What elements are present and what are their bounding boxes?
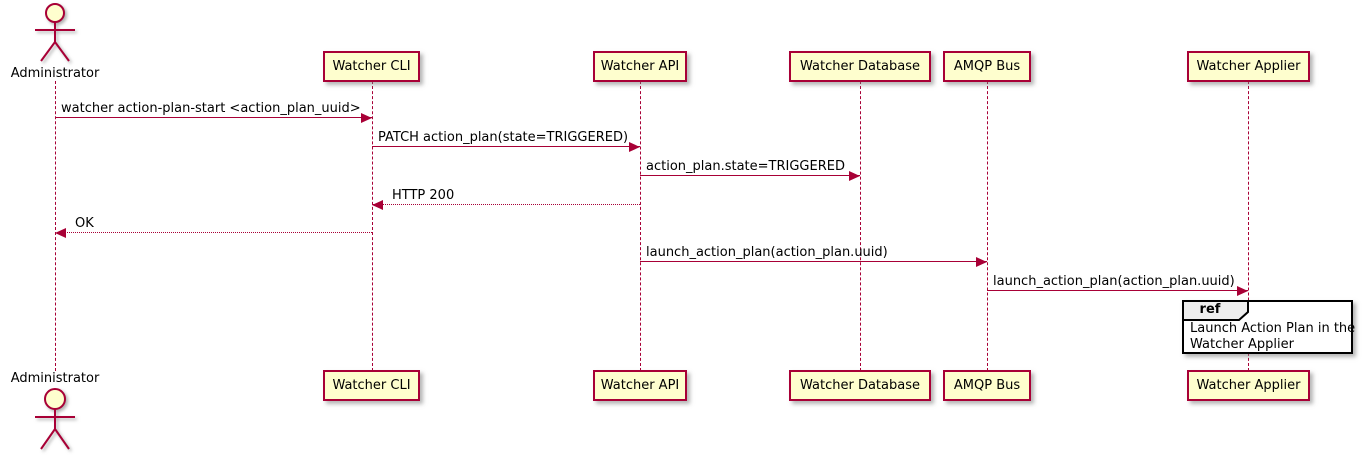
- ref-text-line2: Watcher Applier: [1190, 337, 1294, 352]
- message-line: [372, 204, 640, 205]
- message-state-triggered: action_plan.state=TRIGGERED: [640, 156, 860, 181]
- arrowhead-right-icon: [1237, 286, 1248, 296]
- ref-text-line1: Launch Action Plan in the: [1190, 321, 1356, 336]
- actor-administrator-icon-bottom: [27, 386, 83, 452]
- actor-administrator-label-top: Administrator: [10, 66, 100, 81]
- lifeline-watcher-cli: [372, 81, 373, 371]
- arrowhead-left-icon: [55, 228, 66, 238]
- arrowhead-left-icon: [372, 200, 383, 210]
- message-launch-action-plan-api: launch_action_plan(action_plan.uuid): [640, 242, 987, 267]
- arrowhead-right-icon: [976, 257, 987, 267]
- message-action-plan-start: watcher action-plan-start <action_plan_u…: [55, 98, 372, 123]
- arrowhead-right-icon: [629, 142, 640, 152]
- participant-watcher-cli-top: Watcher CLI: [323, 51, 420, 82]
- ref-fragment: ref Launch Action Plan in the Watcher Ap…: [1182, 300, 1355, 354]
- participant-watcher-applier-bottom: Watcher Applier: [1187, 370, 1310, 401]
- participant-watcher-database-top: Watcher Database: [789, 51, 931, 82]
- participant-amqp-bus-bottom: AMQP Bus: [943, 370, 1031, 401]
- message-line: [640, 261, 987, 262]
- participant-amqp-bus-top: AMQP Bus: [943, 51, 1031, 82]
- ref-text: Launch Action Plan in the Watcher Applie…: [1190, 321, 1355, 353]
- arrowhead-right-icon: [361, 113, 372, 123]
- lifeline-watcher-database: [860, 81, 861, 371]
- message-line: [55, 232, 372, 233]
- lifeline-watcher-applier: [1248, 81, 1249, 371]
- message-line: [987, 290, 1248, 291]
- participant-watcher-cli-bottom: Watcher CLI: [323, 370, 420, 401]
- message-label: action_plan.state=TRIGGERED: [646, 159, 845, 174]
- message-ok: OK: [55, 213, 372, 238]
- message-line: [640, 175, 860, 176]
- message-http-200: HTTP 200: [372, 185, 640, 210]
- message-label: watcher action-plan-start <action_plan_u…: [61, 101, 361, 116]
- message-patch-action-plan: PATCH action_plan(state=TRIGGERED): [372, 127, 640, 152]
- message-label: HTTP 200: [392, 188, 455, 203]
- message-line: [372, 146, 640, 147]
- message-label: PATCH action_plan(state=TRIGGERED): [378, 130, 629, 145]
- participant-watcher-applier-top: Watcher Applier: [1187, 51, 1310, 82]
- message-launch-action-plan-amqp: launch_action_plan(action_plan.uuid): [987, 271, 1248, 296]
- actor-administrator-label-bottom: Administrator: [10, 371, 100, 386]
- ref-tag-label: ref: [1199, 302, 1221, 317]
- message-line: [55, 117, 372, 118]
- lifeline-watcher-api: [640, 81, 641, 371]
- message-label: launch_action_plan(action_plan.uuid): [646, 245, 888, 260]
- arrowhead-right-icon: [849, 171, 860, 181]
- actor-administrator-icon: [27, 2, 83, 64]
- participant-watcher-api-top: Watcher API: [593, 51, 687, 82]
- message-label: launch_action_plan(action_plan.uuid): [993, 274, 1235, 289]
- participant-watcher-database-bottom: Watcher Database: [789, 370, 931, 401]
- message-label: OK: [75, 216, 94, 231]
- ref-tag-icon: ref: [1182, 300, 1252, 325]
- lifeline-amqp-bus: [987, 81, 988, 371]
- lifeline-administrator: [55, 81, 56, 371]
- participant-watcher-api-bottom: Watcher API: [593, 370, 687, 401]
